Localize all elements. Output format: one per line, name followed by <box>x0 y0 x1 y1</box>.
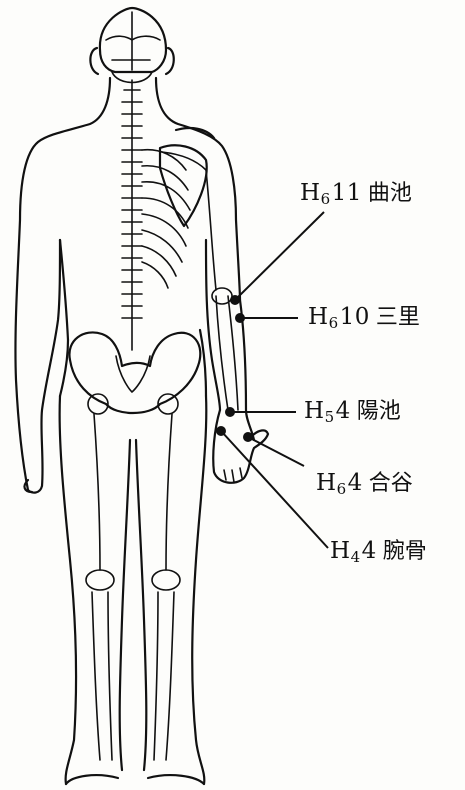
code-subscript: 6 <box>337 480 347 498</box>
arm-bones <box>206 170 238 410</box>
code-letter: H <box>304 398 325 424</box>
acupoint-marker-yangchi <box>225 407 235 417</box>
code-letter: H <box>308 304 329 330</box>
code-subscript: 6 <box>329 314 339 332</box>
acupoint-marker-hegu <box>243 432 253 442</box>
spine <box>122 80 142 350</box>
code-number: 4 <box>362 538 377 564</box>
code-number: 4 <box>336 398 351 424</box>
ribs <box>142 150 190 288</box>
leg-bones <box>86 414 180 760</box>
code-subscript: 5 <box>325 408 335 426</box>
code-subscript: 4 <box>351 548 361 566</box>
torso-outline <box>15 78 268 784</box>
acupoint-name: 曲池 <box>368 181 412 206</box>
acupoint-name: 合谷 <box>369 471 413 496</box>
code-letter: H <box>330 538 351 564</box>
acupoint-name: 三里 <box>376 305 420 330</box>
code-number: 11 <box>332 180 362 206</box>
acupoint-name: 陽池 <box>357 399 401 424</box>
code-number: 10 <box>340 304 370 330</box>
code-number: 4 <box>348 470 363 496</box>
head <box>90 8 173 83</box>
acupoint-marker-sanli <box>235 313 245 323</box>
code-subscript: 6 <box>321 190 331 208</box>
code-letter: H <box>316 470 337 496</box>
code-letter: H <box>300 180 321 206</box>
pelvis <box>69 332 200 414</box>
acupoint-marker-wangu <box>216 426 226 436</box>
acupoint-marker-quchi <box>230 295 240 305</box>
acupoint-name: 腕骨 <box>383 539 427 564</box>
